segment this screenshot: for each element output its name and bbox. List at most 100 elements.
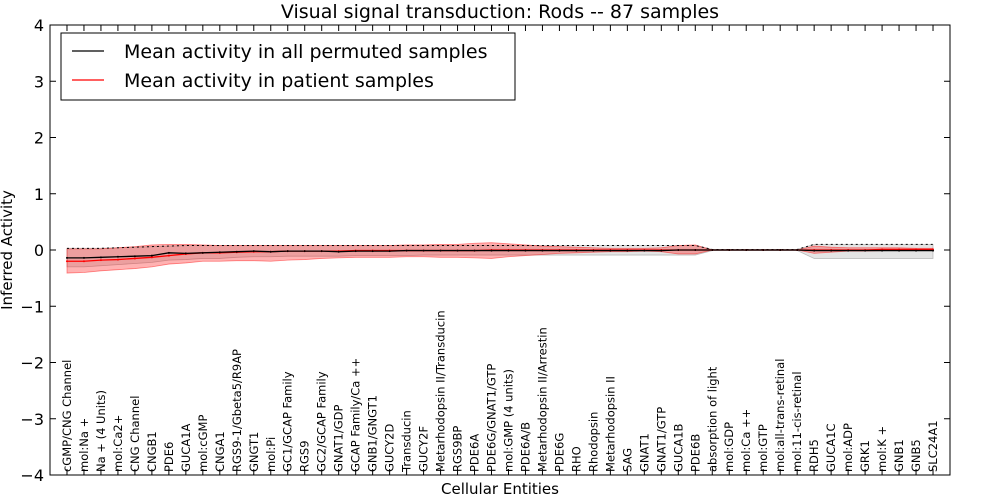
x-tick-label-31: Rhodopsin — [586, 412, 600, 472]
permuted-point-1 — [82, 256, 85, 259]
patient-point-2 — [99, 259, 102, 262]
permuted-point-37 — [694, 249, 697, 251]
x-tick-label-16: GNAT1/GDP — [332, 405, 346, 472]
x-tick-label-51: SLC24A1 — [926, 420, 940, 472]
permuted-point-21 — [422, 249, 425, 252]
x-tick-label-5: CNGB1 — [145, 431, 159, 472]
permuted-point-28 — [541, 249, 544, 252]
permuted-point-6 — [167, 251, 170, 254]
x-tick-label-46: mol:ADP — [841, 423, 855, 472]
permuted-point-30 — [575, 249, 578, 252]
permuted-mean-line — [66, 249, 934, 259]
permuted-point-18 — [371, 250, 374, 253]
permuted-point-11 — [252, 250, 255, 253]
x-tick-label-10: RGS9-1/Gbeta5/R9AP — [230, 349, 244, 472]
x-tick-label-9: CNGA1 — [213, 431, 227, 472]
y-axis-label: Inferred Activity — [0, 190, 16, 310]
permuted-point-20 — [405, 249, 408, 252]
x-tick-label-24: PDE6A — [468, 434, 482, 472]
x-tick-label-2: Na + (4 Units) — [94, 390, 108, 472]
permuted-point-12 — [269, 250, 272, 253]
permuted-point-4 — [133, 255, 136, 258]
x-tick-label-47: GRK1 — [858, 440, 872, 472]
permuted-point-5 — [150, 254, 153, 257]
permuted-point-27 — [524, 249, 527, 252]
x-tick-label-22: Metarhodopsin II/Transducin — [434, 310, 448, 472]
legend-box — [60, 32, 516, 101]
permuted-point-41 — [762, 249, 765, 251]
permuted-point-13 — [286, 250, 289, 253]
permuted-point-49 — [898, 249, 901, 252]
x-tick-label-35: GNAT1/GTP — [654, 407, 668, 472]
x-tick-label-41: mol:GTP — [756, 424, 770, 472]
x-tick-label-40: mol:Ca ++ — [739, 409, 753, 472]
x-tick-label-38: absorption of light — [705, 366, 719, 472]
x-tick-label-34: GNAT1 — [637, 433, 651, 472]
permuted-point-0 — [65, 256, 68, 259]
x-tick-label-8: mol:cGMP — [196, 415, 210, 472]
permuted-point-39 — [728, 249, 731, 251]
permuted-point-42 — [779, 249, 782, 251]
permuted-point-45 — [830, 249, 833, 252]
permuted-point-51 — [932, 249, 935, 252]
permuted-point-23 — [456, 249, 459, 252]
x-tick-label-21: GUCY2F — [417, 426, 431, 472]
x-tick-label-44: RDH5 — [807, 439, 821, 472]
permuted-point-9 — [218, 251, 221, 254]
x-tick-label-12: mol:Pi — [264, 437, 278, 472]
x-tick-label-32: Metarhodopsin II — [603, 376, 617, 472]
x-tick-label-25: PDE6G/GNAT1/GTP — [485, 364, 499, 472]
permuted-point-46 — [847, 249, 850, 252]
legend: Mean activity in all permuted samplesMea… — [60, 32, 516, 101]
x-tick-label-30: RHO — [569, 446, 583, 472]
x-tick-label-23: RGS9BP — [451, 426, 465, 472]
x-tick-label-19: GUCY2D — [383, 424, 397, 472]
x-tick-label-26: mol:GMP (4 units) — [501, 369, 515, 472]
permuted-point-35 — [660, 249, 663, 252]
x-tick-label-1: mol:Na + — [77, 418, 91, 472]
y-tick-label-4: 0 — [34, 241, 44, 260]
permuted-point-15 — [320, 250, 323, 253]
patient-point-4 — [133, 257, 136, 260]
x-tick-label-4: CNG Channel — [128, 396, 142, 472]
y-tick-label-7: −3 — [20, 410, 44, 429]
permuted-point-40 — [745, 249, 748, 251]
permuted-point-24 — [473, 249, 476, 252]
x-tick-label-29: PDE6G — [552, 433, 566, 472]
x-tick-label-28: Metarhodopsin II/Arrestin — [535, 327, 549, 472]
x-tick-label-50: GNB5 — [909, 439, 923, 472]
x-tick-label-14: RGS9 — [298, 440, 312, 472]
patient-point-1 — [82, 260, 85, 263]
permuted-point-10 — [235, 250, 238, 253]
legend-label-permuted: Mean activity in all permuted samples — [124, 41, 487, 63]
permuted-point-19 — [388, 250, 391, 253]
permuted-point-44 — [813, 249, 816, 252]
y-tick-label-0: 4 — [34, 16, 44, 35]
x-tick-label-20: Transducin — [400, 410, 414, 473]
permuted-point-48 — [881, 249, 884, 252]
x-tick-label-43: mol:11-cis-retinal — [790, 371, 804, 472]
patient-point-3 — [116, 258, 119, 261]
x-tick-label-7: GUCA1A — [179, 423, 193, 472]
permuted-point-8 — [201, 251, 204, 254]
x-tick-label-27: PDE6A/B — [518, 422, 532, 472]
x-tick-label-37: PDE6B — [688, 434, 702, 472]
permuted-point-33 — [626, 249, 629, 252]
patient-point-6 — [167, 254, 170, 257]
chart-title: Visual signal transduction: Rods -- 87 s… — [281, 1, 719, 23]
x-tick-label-42: mol:all-trans-retinal — [773, 359, 787, 472]
x-tick-label-17: GCAP Family/Ca ++ — [349, 358, 363, 472]
permuted-point-7 — [184, 252, 187, 255]
y-tick-label-5: −1 — [20, 297, 44, 316]
permuted-point-16 — [337, 250, 340, 253]
patient-band — [66, 242, 934, 274]
x-tick-label-33: SAG — [620, 448, 634, 472]
x-axis-label: Cellular Entities — [441, 480, 559, 498]
permuted-point-3 — [116, 255, 119, 258]
permuted-point-38 — [711, 249, 714, 251]
permuted-point-22 — [439, 249, 442, 252]
permuted-point-14 — [303, 250, 306, 253]
y-tick-label-1: 3 — [34, 72, 44, 91]
permuted-point-43 — [796, 249, 799, 251]
